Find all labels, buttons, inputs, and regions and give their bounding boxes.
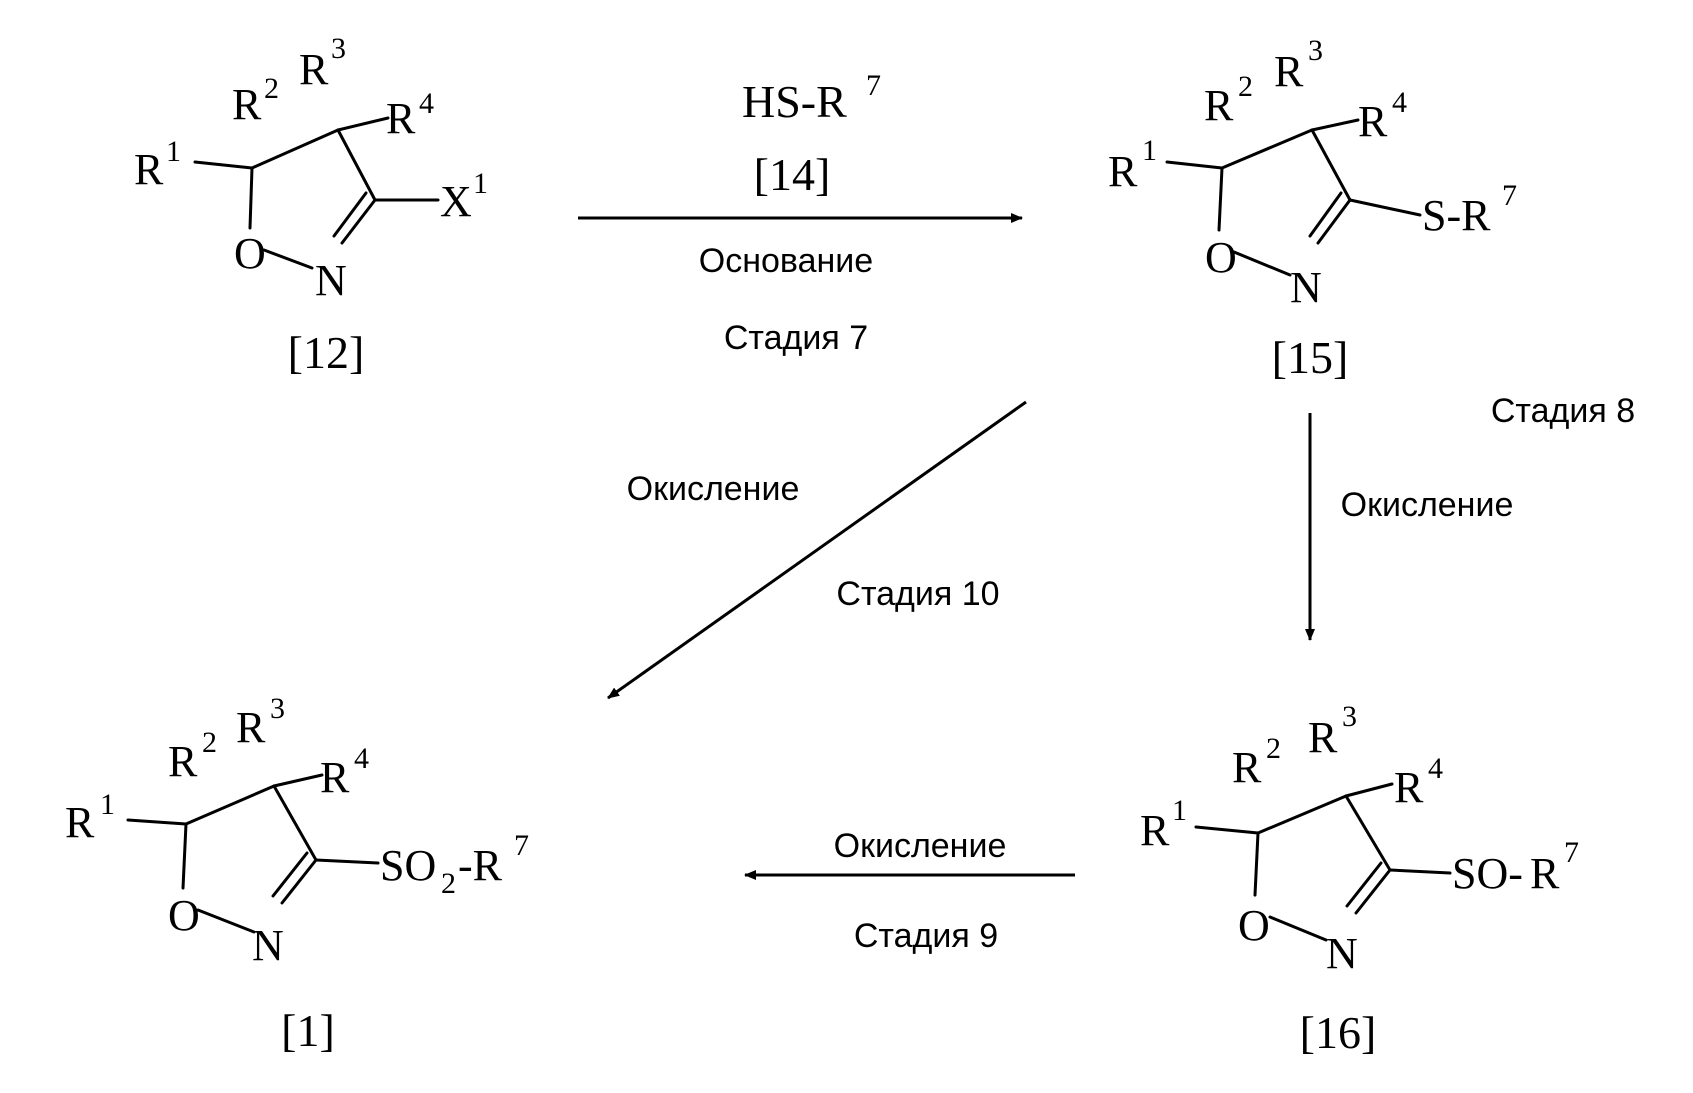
condition-stage-10: Стадия 10 [836,575,999,613]
compound-16: R 1 R 2 R 3 R 4 SO- R 7 O N [16] [1140,700,1579,1058]
ring-oxygen: O [1238,901,1270,950]
r4-superscript: 4 [419,87,434,120]
r1-label: R [1140,806,1170,855]
condition-oxidation-10: Окисление [627,470,800,508]
r3-label: R [1274,47,1304,96]
r7-superscript: 7 [1564,836,1579,869]
reagent-ref: [14] [754,149,831,200]
condition-stage-9: Стадия 9 [854,917,998,955]
r1-label: R [65,798,95,847]
r3-superscript: 3 [270,692,285,725]
sulfonyl-subscript: 2 [441,867,456,900]
r2-superscript: 2 [202,726,217,759]
ring-nitrogen: N [1290,263,1322,312]
r1-label: R [134,145,164,194]
r7-superscript: 7 [514,829,529,862]
r2-label: R [1232,743,1262,792]
compound-16-number: [16] [1300,1007,1377,1058]
compound-15: R 1 R 2 R 3 R 4 S-R 7 O N [15] [1108,34,1517,383]
ring-oxygen: O [168,891,200,940]
reagent-superscript: 7 [866,69,881,102]
r2-superscript: 2 [264,72,279,105]
r2-label: R [1204,81,1234,130]
r4-label: R [1358,97,1388,146]
r4-superscript: 4 [1428,752,1443,785]
sulfinyl-group: SO- [1452,849,1523,898]
r2-superscript: 2 [1266,732,1281,765]
compound-15-number: [15] [1272,332,1349,383]
sulfinyl-r: R [1530,849,1560,898]
ring-nitrogen: N [315,256,347,305]
sulfonyl-group: SO [380,841,436,890]
r3-label: R [236,703,266,752]
step-8-arrow-group: Стадия 8 Окисление [1310,392,1635,640]
step-10-arrow-group: Окисление Стадия 10 [608,402,1026,698]
r1-superscript: 1 [100,788,115,821]
condition-base: Основание [699,242,873,280]
r2-superscript: 2 [1238,70,1253,103]
r3-superscript: 3 [1342,700,1357,733]
r4-label: R [320,753,350,802]
condition-stage-7: Стадия 7 [724,319,868,357]
thioether-group: S-R [1422,191,1491,240]
ring-nitrogen: N [252,921,284,970]
r4-label: R [1394,763,1424,812]
r1-superscript: 1 [1142,134,1157,167]
r4-superscript: 4 [1392,86,1407,119]
step-10-arrow [608,402,1026,698]
condition-stage-8: Стадия 8 [1491,392,1635,430]
r1-superscript: 1 [1172,794,1187,827]
step-9-arrow-group: Окисление Стадия 9 [745,827,1075,955]
compound-1: R 1 R 2 R 3 R 4 SO 2 -R 7 O N [1] [65,692,529,1056]
ring-oxygen: O [1205,233,1237,282]
x1-label: X [440,177,472,226]
r3-superscript: 3 [331,32,346,65]
r3-label: R [299,45,329,94]
r2-label: R [232,80,262,129]
condition-oxidation-9: Окисление [834,827,1007,865]
step-7-arrow-group: HS-R 7 [14] Основание Стадия 7 [578,69,1022,357]
r1-label: R [1108,147,1138,196]
condition-oxidation-8: Окисление [1341,486,1514,524]
ring-oxygen: O [234,229,266,278]
r4-label: R [386,94,416,143]
reagent-formula: HS-R [742,76,847,127]
x1-superscript: 1 [473,167,488,200]
ring-nitrogen: N [1326,929,1358,978]
compound-1-number: [1] [281,1005,335,1056]
r4-superscript: 4 [354,742,369,775]
compound-12-number: [12] [288,327,365,378]
r2-label: R [168,737,198,786]
r1-superscript: 1 [166,135,181,168]
r3-superscript: 3 [1308,34,1323,67]
r3-label: R [1308,713,1338,762]
sulfonyl-r7: -R [458,841,503,890]
compound-12: R 1 R 2 R 3 R 4 X 1 O N [12] [134,32,488,378]
r7-superscript: 7 [1502,179,1517,212]
